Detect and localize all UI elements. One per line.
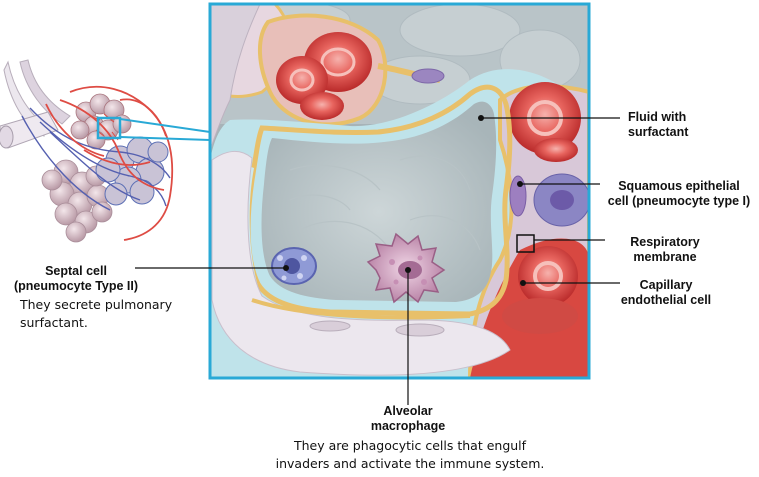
zoom-connector [120, 119, 210, 140]
label-septal-cell: Septal cell (pneumocyte Type II) [12, 264, 140, 294]
label-alveolar-macrophage: Alveolar macrophage [348, 404, 468, 434]
septal-cell-shape [272, 248, 316, 284]
alveolus-cross-section [210, 2, 590, 378]
description-alveolar-macrophage: They are phagocytic cells that engulf in… [260, 437, 560, 473]
label-capillary-endothelial-cell: Capillary endothelial cell [604, 278, 728, 308]
label-respiratory-membrane: Respiratory membrane [606, 235, 724, 265]
label-fluid-with-surfactant: Fluid with surfactant [628, 110, 688, 140]
label-squamous-epithelial-cell: Squamous epithelial cell (pneumocyte typ… [600, 179, 758, 209]
bronchiole-overview [0, 60, 172, 242]
description-septal-cell: They secrete pulmonary surfactant. [20, 296, 172, 332]
